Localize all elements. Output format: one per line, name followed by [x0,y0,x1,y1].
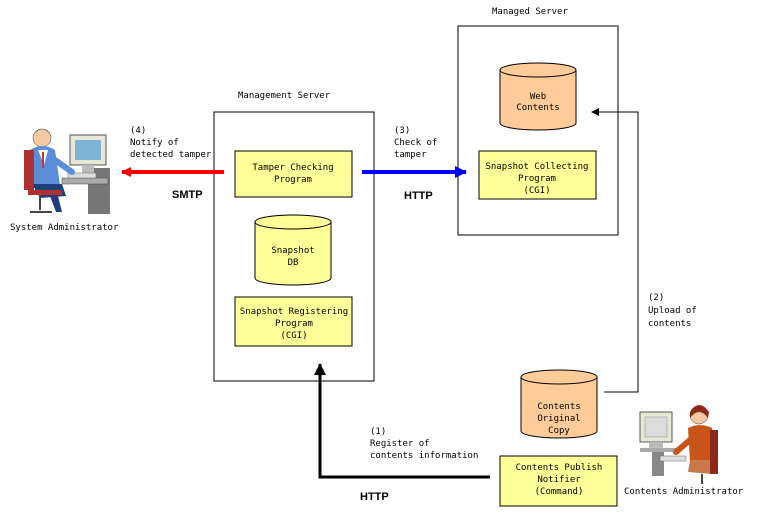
step4-line3: detected tamper [130,150,212,160]
snapshot-registering-line3: (CGI) [280,331,307,341]
step1-line3: contents information [370,451,478,461]
system-admin-label: System Administrator [10,223,119,233]
snapshot-collecting-line1: Snapshot Collecting [486,162,589,172]
step4-annotation: (4) Notify of detected tamper [130,126,212,160]
snapshot-registering-line2: Program [275,319,313,329]
managed-server-label: Managed Server [492,7,568,17]
step1-line2: Register of [370,439,430,449]
step2-line2: Upload of [648,306,697,316]
publish-notifier-line1: Contents Publish [516,463,603,473]
contents-original-copy-db: Contents Original Copy [520,369,598,439]
step3-line1: (3) [394,126,410,136]
snapshot-db: Snapshot DB [254,214,332,286]
management-server-label: Management Server [238,91,331,101]
step2-line3: contents [648,319,691,329]
publish-notifier-line2: Notifier [537,475,581,485]
contents-admin-icon [639,405,718,484]
web-contents-line2: Contents [516,103,559,113]
tamper-checking-line2: Program [274,175,312,185]
smtp-label: SMTP [172,189,203,201]
http-register-label: HTTP [360,491,389,503]
step4-line1: (4) [130,126,146,136]
upload-arrow [591,108,639,393]
snapshot-registering-line1: Snapshot Registering [240,307,348,317]
step3-annotation: (3) Check of tamper [394,126,437,160]
step3-line3: tamper [394,150,427,160]
step4-line2: Notify of [130,138,179,148]
snapshot-collecting-line2: Program [518,174,556,184]
contents-original-line3: Copy [548,426,570,436]
step3-line2: Check of [394,138,437,148]
snapshot-db-line1: Snapshot [271,246,314,256]
tamper-checking-box: Tamper Checking Program [234,150,353,198]
step1-annotation: (1) Register of contents information [370,427,478,461]
http-register-arrow [314,363,490,479]
snapshot-collecting-box: Snapshot Collecting Program (CGI) [478,150,597,200]
publish-notifier-line3: (Command) [535,487,584,497]
step1-line1: (1) [370,427,386,437]
snapshot-db-line2: DB [288,258,299,268]
web-contents-db: Web Contents [499,62,577,131]
contents-original-line2: Original [537,414,580,424]
snapshot-collecting-line3: (CGI) [523,186,550,196]
system-admin-icon [24,128,110,214]
tamper-checking-line1: Tamper Checking [252,163,333,173]
contents-admin-label: Contents Administrator [624,487,744,497]
snapshot-registering-box: Snapshot Registering Program (CGI) [234,296,353,347]
publish-notifier-box: Contents Publish Notifier (Command) [499,455,618,507]
http-check-label: HTTP [404,190,433,202]
web-contents-line1: Web [530,92,546,102]
step2-line1: (2) [648,293,664,303]
step2-annotation: (2) Upload of contents [648,293,697,329]
contents-original-line1: Contents [537,402,580,412]
